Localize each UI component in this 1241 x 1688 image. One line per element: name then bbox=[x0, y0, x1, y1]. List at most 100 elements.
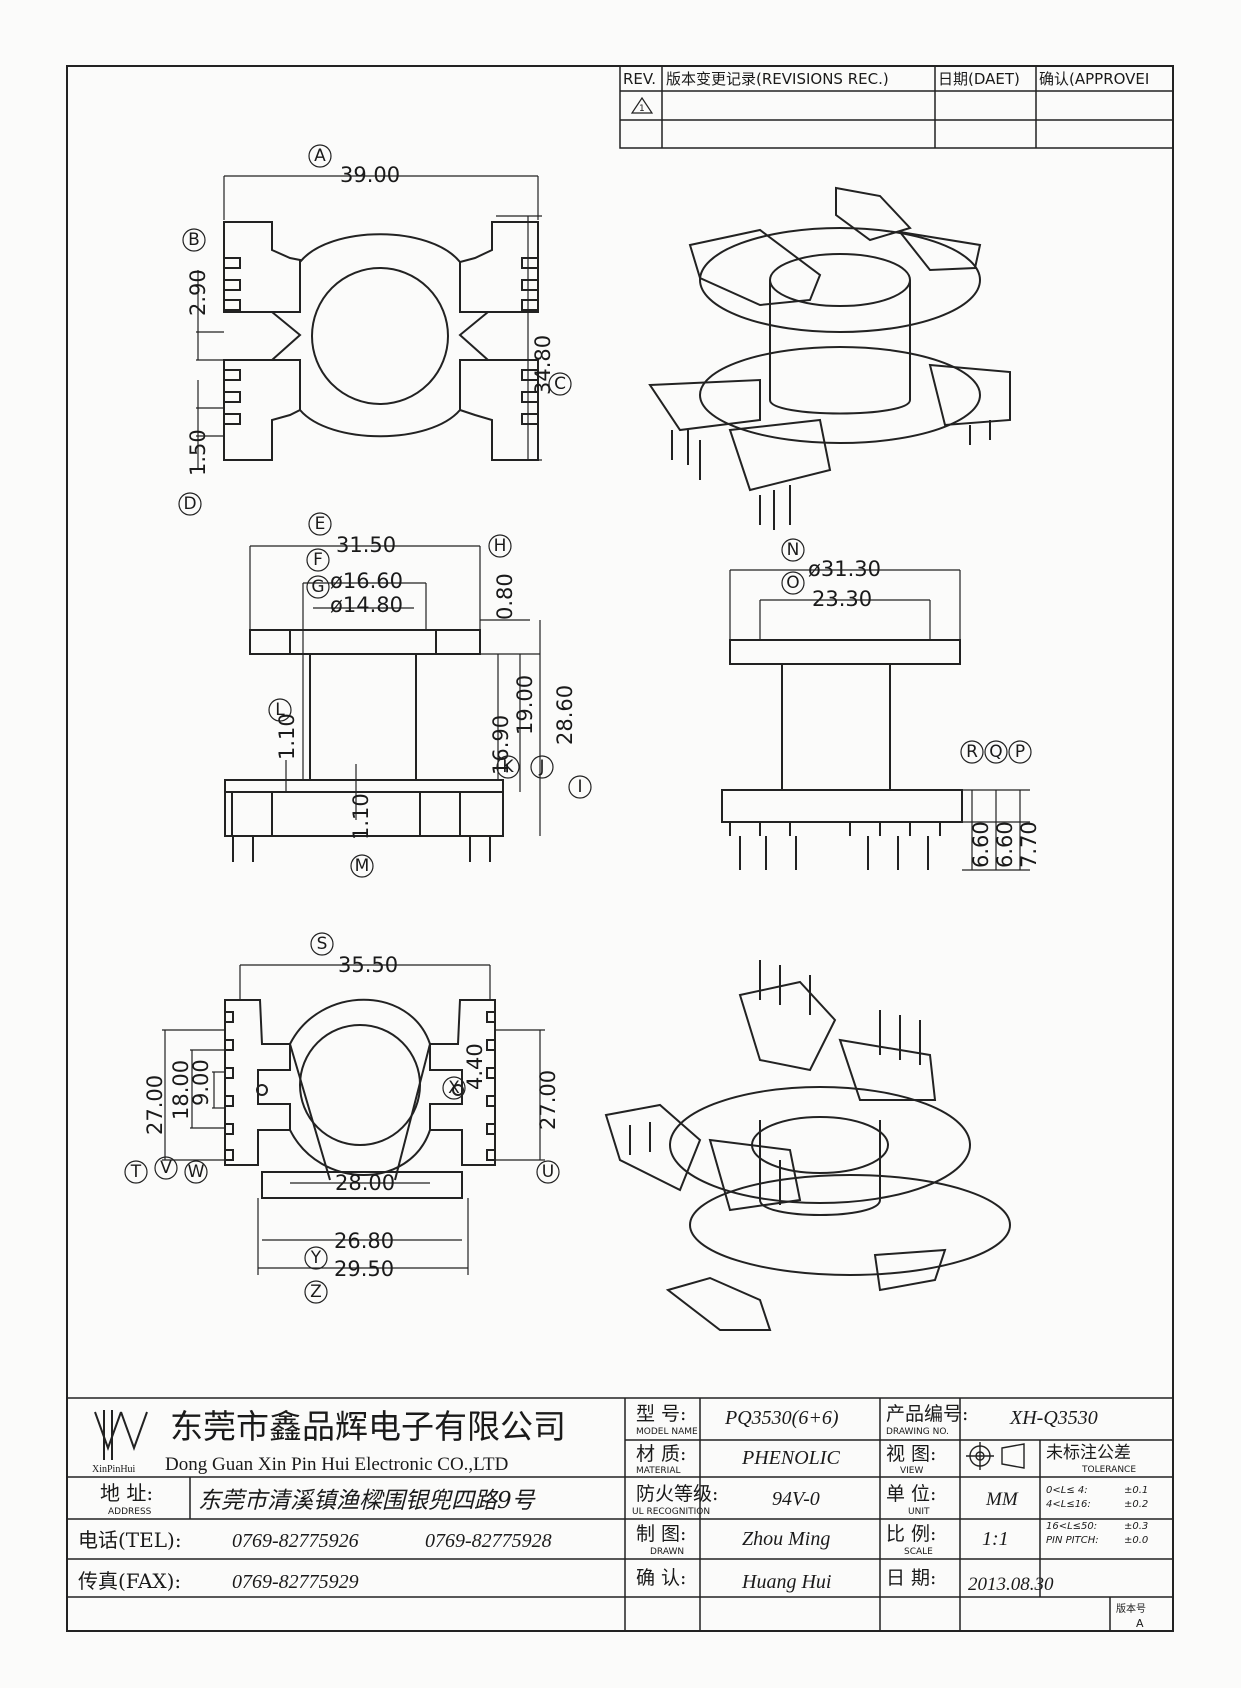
dim-Z: 29.50 bbox=[334, 1257, 394, 1281]
dim-U: 27.00 bbox=[536, 1070, 560, 1130]
title-block bbox=[66, 1397, 1174, 1632]
dim-L: 1.10 bbox=[275, 713, 299, 760]
label-E: E bbox=[315, 514, 326, 534]
scale-value: 1:1 bbox=[982, 1528, 1009, 1550]
label-N: N bbox=[787, 540, 800, 560]
label-X: X bbox=[448, 1078, 460, 1098]
dim-center-width: 28.00 bbox=[335, 1171, 395, 1195]
tel-label: 电话(TEL): bbox=[78, 1528, 182, 1552]
drawn-value: Zhou Ming bbox=[742, 1528, 830, 1550]
material-value: PHENOLIC bbox=[741, 1447, 840, 1469]
revisions-header: 版本变更记录(REVISIONS REC.) bbox=[666, 70, 889, 88]
label-C: C bbox=[554, 374, 566, 394]
address-value: 东莞市清溪镇渔樑围银兜四路9号 bbox=[198, 1488, 536, 1514]
model-value: PQ3530(6+6) bbox=[724, 1407, 839, 1429]
dim-P: 7.70 bbox=[1017, 821, 1041, 868]
flame-label-en: UL RECOGNITION bbox=[632, 1507, 710, 1517]
dim-C: 34.80 bbox=[531, 335, 555, 395]
dim-F: ø16.60 bbox=[330, 569, 403, 593]
bottom-view-dimensions bbox=[162, 964, 545, 1275]
label-S: S bbox=[317, 934, 328, 954]
label-Z: Z bbox=[310, 1282, 322, 1302]
tolerance-en: TOLERANCE bbox=[1081, 1465, 1136, 1475]
approve-header: 确认(APPROVEI bbox=[1039, 70, 1149, 88]
label-F: F bbox=[313, 550, 323, 570]
isometric-view-bottom bbox=[604, 960, 1011, 1331]
date-label: 日 期: bbox=[886, 1567, 936, 1589]
projection-symbol-icon bbox=[966, 1442, 1025, 1470]
unit-label-en: UNIT bbox=[908, 1507, 930, 1517]
label-U: U bbox=[542, 1162, 554, 1182]
dim-V: 18.00 bbox=[169, 1060, 193, 1120]
label-R: R bbox=[966, 742, 978, 762]
dim-A: 39.00 bbox=[340, 163, 400, 187]
tolerance-table: 0<L≤ 4: ±0.1 4<L≤16: ±0.2 16<L≤50: ±0.3 … bbox=[1046, 1485, 1148, 1546]
address-label: 地 址: bbox=[100, 1481, 153, 1505]
view-label-en: VIEW bbox=[900, 1466, 923, 1476]
dim-O: 23.30 bbox=[812, 587, 872, 611]
label-H: H bbox=[494, 536, 507, 556]
side-view bbox=[721, 639, 963, 870]
drawn-label-en: DRAWN bbox=[650, 1547, 684, 1557]
model-label: 型 号: bbox=[636, 1403, 686, 1425]
dim-E: 31.50 bbox=[336, 533, 396, 557]
rev-symbol: 1 bbox=[639, 104, 645, 114]
date-value: 2013.08.30 bbox=[968, 1574, 1054, 1595]
drawing-no-label: 产品编号: bbox=[886, 1403, 968, 1425]
revision-triangle-icon bbox=[630, 96, 654, 114]
date-header: 日期(DAET) bbox=[938, 70, 1020, 88]
drawing-no-value: XH-Q3530 bbox=[1009, 1407, 1098, 1429]
dim-Y: 26.80 bbox=[334, 1229, 394, 1253]
dim-Q: 6.60 bbox=[993, 821, 1017, 868]
rev-header: REV. bbox=[623, 70, 656, 88]
label-V: V bbox=[160, 1158, 172, 1178]
isometric-view-top bbox=[648, 186, 1011, 530]
flame-label: 防火等级: bbox=[636, 1483, 718, 1505]
unit-label: 单 位: bbox=[886, 1483, 936, 1505]
confirm-label: 确 认: bbox=[636, 1567, 686, 1589]
tolerance-value-1: ±0.1 bbox=[1124, 1485, 1148, 1496]
material-label-en: MATERIAL bbox=[636, 1466, 681, 1476]
logo-text: XinPinHui bbox=[92, 1464, 136, 1475]
label-M: M bbox=[355, 856, 370, 876]
dim-H: 0.80 bbox=[493, 573, 517, 620]
unit-value: MM bbox=[985, 1489, 1019, 1510]
flame-value: 94V-0 bbox=[772, 1488, 820, 1510]
scale-label-en: SCALE bbox=[904, 1547, 933, 1557]
label-G: G bbox=[311, 577, 324, 597]
label-J: J bbox=[538, 757, 544, 777]
dim-R: 6.60 bbox=[969, 821, 993, 868]
version-value: A bbox=[1136, 1617, 1144, 1630]
front-view-dimensions bbox=[249, 545, 541, 836]
fax-label: 传真(FAX): bbox=[78, 1569, 181, 1593]
tolerance-value-3: ±0.3 bbox=[1124, 1521, 1148, 1532]
view-label: 视 图: bbox=[886, 1443, 936, 1465]
tolerance-range-2: 4<L≤16: bbox=[1046, 1499, 1091, 1510]
version-label: 版本号 bbox=[1116, 1602, 1146, 1615]
label-A: A bbox=[314, 146, 326, 166]
company-logo bbox=[94, 1410, 148, 1460]
dim-G: ø14.80 bbox=[330, 593, 403, 617]
label-W: W bbox=[188, 1162, 205, 1182]
company-name-cn: 东莞市鑫品辉电子有限公司 bbox=[170, 1407, 566, 1446]
dim-B: 2.90 bbox=[186, 269, 210, 316]
bottom-view bbox=[224, 998, 496, 1199]
dim-K: 16.90 bbox=[489, 715, 513, 775]
dim-W: 9.00 bbox=[189, 1059, 213, 1106]
dim-S: 35.50 bbox=[338, 953, 398, 977]
tel-2: 0769-82775928 bbox=[425, 1530, 552, 1552]
label-B: B bbox=[188, 230, 200, 250]
side-view-dimensions bbox=[729, 569, 1030, 871]
label-Y: Y bbox=[310, 1248, 322, 1268]
tolerance-range-3: 16<L≤50: bbox=[1046, 1521, 1097, 1532]
label-O: O bbox=[786, 573, 799, 593]
label-T: T bbox=[130, 1162, 142, 1182]
dim-N: ø31.30 bbox=[808, 557, 881, 581]
drawn-label: 制 图: bbox=[636, 1523, 686, 1545]
tolerance-range-4: PIN PITCH: bbox=[1046, 1535, 1099, 1546]
tolerance-value-2: ±0.2 bbox=[1124, 1499, 1148, 1510]
tel-1: 0769-82775926 bbox=[232, 1530, 359, 1552]
dim-J: 19.00 bbox=[513, 675, 537, 735]
